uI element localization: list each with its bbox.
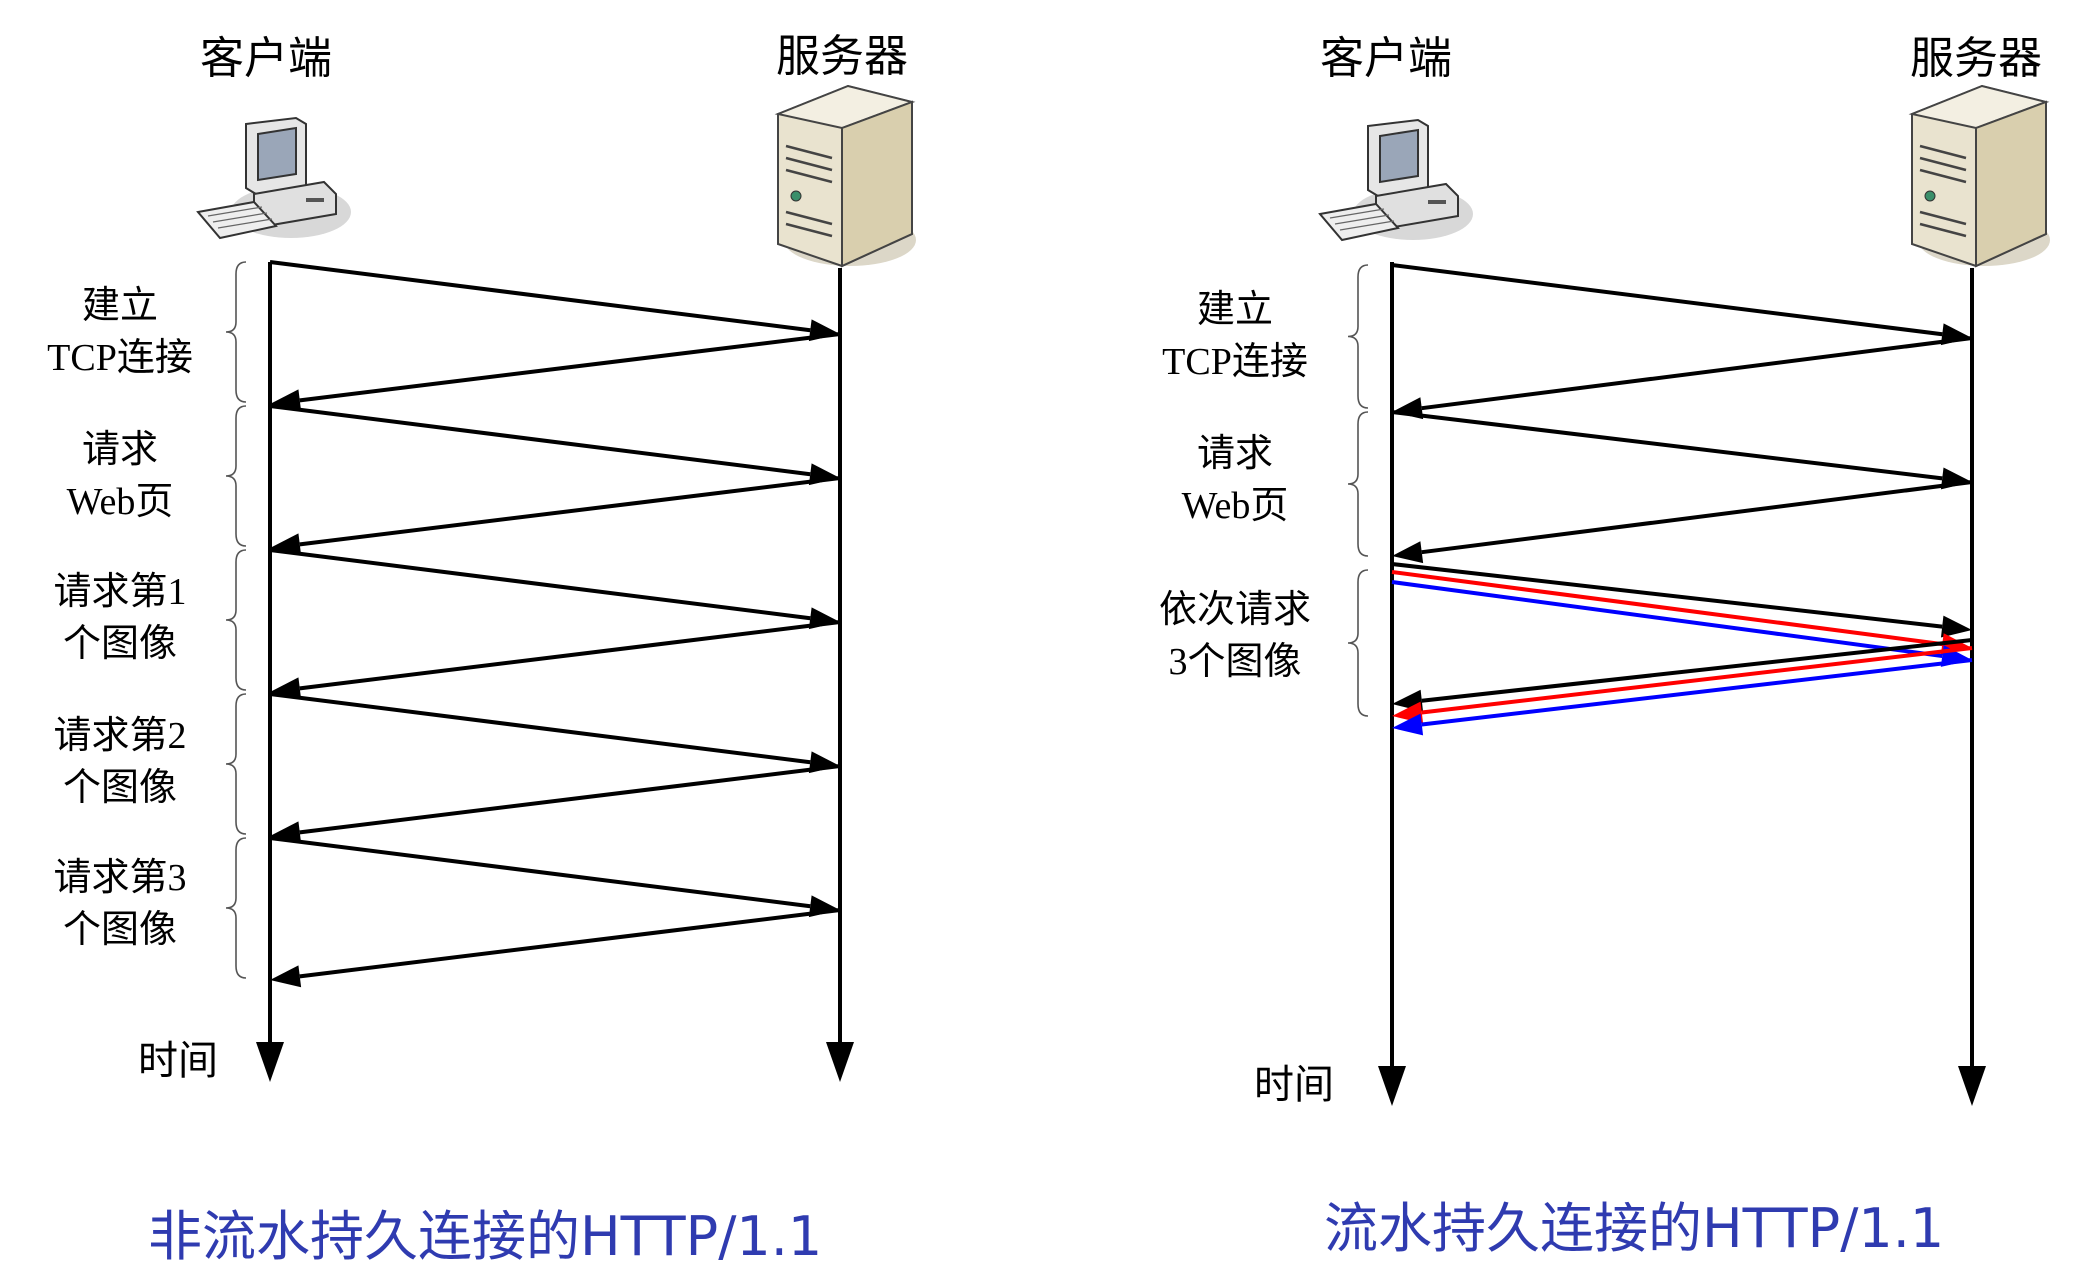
right-phase-brace-3 bbox=[1347, 569, 1369, 717]
right-response-arrow-1 bbox=[1392, 336, 1973, 420]
left-response-arrow-2 bbox=[270, 476, 841, 556]
right-request-arrow-1 bbox=[1391, 263, 1972, 346]
right-response-arrow-2 bbox=[1392, 480, 1973, 564]
left-phase-brace-5 bbox=[225, 837, 247, 979]
left-response-arrow-4 bbox=[270, 764, 841, 844]
left-client-label: 客户端 bbox=[200, 33, 332, 84]
right-server-label: 服务器 bbox=[1910, 33, 2042, 84]
right-pipeline-response-blue bbox=[1392, 658, 1973, 736]
right-phase-2-line1: 请求 bbox=[1196, 433, 1273, 475]
right-pipeline-request-red bbox=[1391, 570, 1972, 656]
left-phase-5-line1: 请求第3 bbox=[53, 857, 187, 899]
left-phase-4-line1: 请求第2 bbox=[53, 715, 187, 757]
left-response-arrow-1 bbox=[270, 332, 841, 412]
client-computer-icon bbox=[196, 116, 351, 240]
left-phase-3-line2: 个图像 bbox=[62, 623, 177, 665]
left-request-arrow-1 bbox=[269, 260, 840, 342]
left-phase-brace-2 bbox=[225, 405, 247, 547]
left-server-label: 服务器 bbox=[776, 31, 908, 82]
left-time-label: 时间 bbox=[138, 1038, 218, 1084]
right-client-label: 客户端 bbox=[1320, 33, 1452, 84]
right-phase-1-line1: 建立 bbox=[1196, 289, 1273, 331]
left-request-arrow-3 bbox=[269, 548, 840, 630]
right-phase-3-label: 依次请求 3个图像 bbox=[1140, 584, 1330, 688]
right-pipeline-request-black bbox=[1391, 562, 1972, 638]
right-phase-2-line2: Web页 bbox=[1181, 485, 1289, 527]
left-phase-3-line1: 请求第1 bbox=[53, 571, 187, 613]
right-phase-3-line1: 依次请求 bbox=[1158, 589, 1311, 631]
right-pipeline-request-blue bbox=[1391, 580, 1972, 667]
left-phase-2-label: 请求 Web页 bbox=[30, 424, 210, 528]
right-client-timeline-head bbox=[1378, 1066, 1406, 1106]
right-pipeline-response-black bbox=[1392, 638, 1973, 712]
server-tower-icon bbox=[774, 84, 916, 268]
left-phase-2-line1: 请求 bbox=[81, 429, 158, 471]
right-phase-3-line2: 3个图像 bbox=[1168, 641, 1302, 683]
left-phase-4-label: 请求第2 个图像 bbox=[30, 710, 210, 814]
left-phase-5-line2: 个图像 bbox=[62, 909, 177, 951]
left-client-timeline-head bbox=[256, 1042, 284, 1082]
left-response-arrow-5 bbox=[270, 908, 841, 988]
left-phase-1-label: 建立 TCP连接 bbox=[30, 280, 210, 384]
left-phase-1-line1: 建立 bbox=[81, 285, 158, 327]
left-phase-2-line2: Web页 bbox=[66, 481, 174, 523]
left-caption: 非流水持久连接的HTTP/1.1 bbox=[148, 1205, 823, 1268]
left-request-arrow-4 bbox=[269, 692, 840, 774]
right-pipeline-response-red bbox=[1392, 646, 1973, 724]
left-request-arrow-5 bbox=[269, 836, 840, 918]
left-phase-brace-4 bbox=[225, 693, 247, 835]
right-caption: 流水持久连接的HTTP/1.1 bbox=[1324, 1197, 1945, 1260]
right-phase-1-line2: TCP连接 bbox=[1162, 341, 1308, 383]
server-tower-icon bbox=[1908, 84, 2050, 268]
right-phase-brace-2 bbox=[1347, 411, 1369, 557]
left-phase-5-label: 请求第3 个图像 bbox=[30, 852, 210, 956]
right-request-arrow-2 bbox=[1391, 410, 1972, 490]
left-server-timeline-head bbox=[826, 1042, 854, 1082]
right-phase-brace-1 bbox=[1347, 264, 1369, 409]
left-request-arrow-2 bbox=[269, 404, 840, 486]
right-phase-1-label: 建立 TCP连接 bbox=[1140, 284, 1330, 388]
left-response-arrow-3 bbox=[270, 620, 841, 700]
right-phase-2-label: 请求 Web页 bbox=[1140, 428, 1330, 532]
right-server-timeline-head bbox=[1958, 1066, 1986, 1106]
client-computer-icon bbox=[1318, 118, 1473, 242]
left-phase-brace-3 bbox=[225, 549, 247, 691]
left-phase-1-line2: TCP连接 bbox=[47, 337, 193, 379]
right-time-label: 时间 bbox=[1254, 1062, 1334, 1108]
left-phase-4-line2: 个图像 bbox=[62, 767, 177, 809]
left-phase-3-label: 请求第1 个图像 bbox=[30, 566, 210, 670]
left-phase-brace-1 bbox=[225, 261, 247, 403]
